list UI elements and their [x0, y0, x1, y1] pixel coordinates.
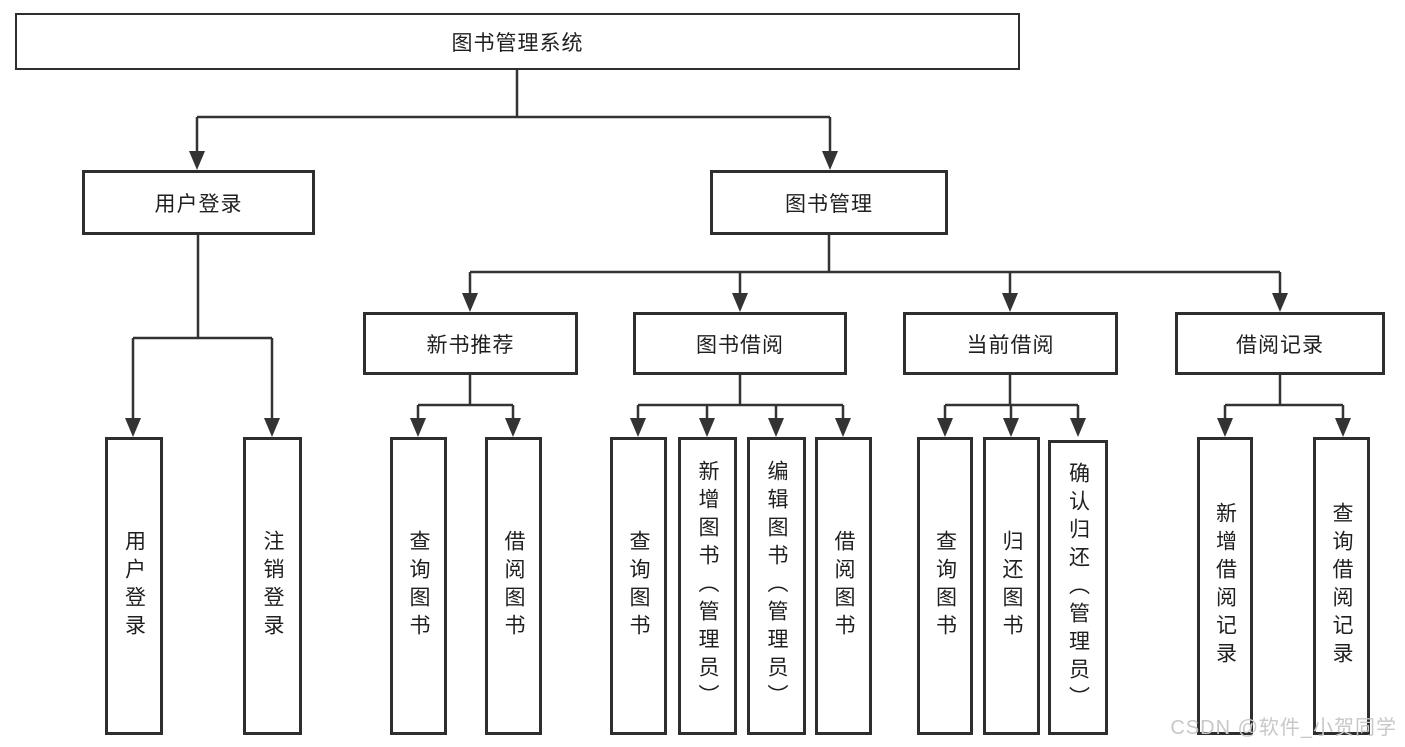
node-label: 用户登录	[122, 530, 146, 642]
node-label: 图书管理	[785, 192, 873, 216]
node-book-management: 图书管理	[710, 170, 948, 235]
node-label: 用户登录	[154, 192, 243, 216]
node-label: 归还图书	[1000, 530, 1023, 642]
node-book-borrowing: 图书借阅	[633, 312, 847, 375]
node-label: 查询借阅记录	[1330, 502, 1353, 670]
node-new-book-recommend: 新书推荐	[363, 312, 578, 375]
node-leaf-add-borrow-record: 新增借阅记录	[1197, 437, 1253, 735]
node-leaf-user-login: 用户登录	[105, 437, 163, 735]
node-label: 借阅图书	[502, 530, 525, 642]
node-borrowing-records: 借阅记录	[1175, 312, 1385, 375]
node-leaf-edit-books-admin: 编辑图书（管理员）	[747, 437, 806, 735]
node-leaf-add-books-admin: 新增图书（管理员）	[678, 437, 737, 735]
node-leaf-confirm-return-admin: 确认归还（管理员）	[1048, 440, 1108, 735]
node-label: 图书借阅	[696, 333, 784, 357]
node-label: 图书管理系统	[451, 31, 584, 55]
node-leaf-logout: 注销登录	[243, 437, 302, 735]
node-label: 注销登录	[261, 530, 284, 642]
node-label: 当前借阅	[966, 333, 1055, 357]
node-label: 借阅记录	[1236, 333, 1324, 357]
arrowhead-icons	[125, 151, 1351, 437]
node-user-login-branch: 用户登录	[82, 170, 315, 235]
node-label: 借阅图书	[832, 530, 855, 642]
node-label: 新书推荐	[426, 333, 515, 357]
node-current-borrowing: 当前借阅	[903, 312, 1118, 375]
node-label: 确认归还（管理员）	[1066, 461, 1090, 714]
node-library-system: 图书管理系统	[15, 13, 1020, 70]
node-label: 查询图书	[407, 530, 430, 642]
csdn-watermark: CSDN @软件_小贺同学	[1170, 717, 1397, 739]
node-label: 查询图书	[933, 530, 957, 642]
node-leaf-query-borrow-record: 查询借阅记录	[1313, 437, 1370, 735]
node-label: 新增借阅记录	[1213, 502, 1237, 670]
node-leaf-query-books-1: 查询图书	[390, 437, 447, 735]
node-label: 新增图书（管理员）	[696, 460, 719, 712]
node-leaf-query-books-2: 查询图书	[610, 437, 667, 735]
node-leaf-query-books-3: 查询图书	[917, 437, 973, 735]
node-label: 查询图书	[627, 530, 650, 642]
node-label: 编辑图书（管理员）	[765, 460, 788, 712]
node-leaf-return-books: 归还图书	[983, 437, 1040, 735]
node-leaf-borrow-books-2: 借阅图书	[815, 437, 872, 735]
node-leaf-borrow-books-1: 借阅图书	[485, 437, 542, 735]
